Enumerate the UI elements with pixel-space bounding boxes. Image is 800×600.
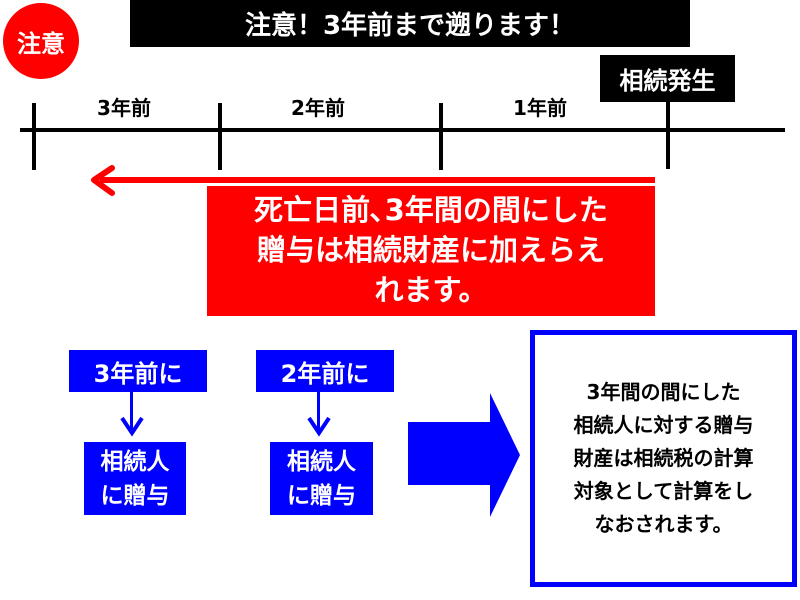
result-box: 3年間の間にした 相続人に対する贈与 財産は相続税の計算 対象として計算をし な…	[530, 330, 797, 587]
timeline-axis	[20, 128, 785, 132]
flow-what-3y: 相続人 に贈与	[84, 442, 186, 515]
inheritance-event-label: 相続発生	[600, 55, 735, 102]
arrow-down-icon	[120, 416, 144, 437]
timeline-tick	[218, 103, 222, 170]
flow-what-line: に贈与	[100, 482, 170, 509]
caution-badge: 注意	[3, 3, 79, 79]
result-line: 3年間の間にした	[586, 380, 741, 404]
flow-connector	[317, 392, 320, 432]
flow-connector	[130, 392, 133, 432]
lookback-note: 死亡日前､3年間の間にした 贈与は相続財産に加えらえ れます。	[207, 186, 655, 316]
inheritance-event-text: 相続発生	[619, 67, 716, 95]
timeline-tick	[439, 103, 443, 170]
flow-when-text: 2年前に	[280, 359, 370, 388]
arrow-left-icon	[91, 165, 115, 196]
flow-what-2y: 相続人 に贈与	[270, 442, 373, 515]
result-line: 対象として計算をし	[573, 479, 754, 503]
result-line: なおされます。	[594, 512, 733, 536]
flow-when-3y: 3年前に	[69, 350, 207, 392]
flow-when-text: 3年前に	[93, 359, 183, 388]
flow-what-line: 相続人	[100, 448, 170, 475]
flow-when-2y: 2年前に	[256, 350, 394, 392]
arrow-down-icon	[307, 416, 331, 437]
warning-banner: 注意！3年前まで遡ります！	[130, 0, 690, 47]
note-line: 死亡日前､3年間の間にした	[254, 193, 608, 227]
period-label-1y: 1年前	[513, 96, 567, 120]
big-arrow-right-icon	[408, 393, 520, 517]
caution-badge-label: 注意	[17, 29, 65, 58]
warning-banner-title: 注意！3年前まで遡ります！	[244, 11, 576, 41]
result-line: 相続人に対する贈与	[573, 413, 754, 437]
result-line: 財産は相続税の計算	[573, 446, 754, 470]
period-label-2y: 2年前	[291, 96, 345, 120]
flow-what-line: に贈与	[287, 482, 356, 509]
timeline-tick	[32, 103, 36, 170]
flow-what-line: 相続人	[287, 448, 356, 475]
period-label-3y: 3年前	[97, 96, 151, 120]
note-line: 贈与は相続財産に加えらえ	[256, 233, 605, 267]
lookback-arrow	[100, 177, 655, 183]
note-line: れます。	[374, 273, 488, 307]
timeline-tick	[666, 102, 670, 169]
